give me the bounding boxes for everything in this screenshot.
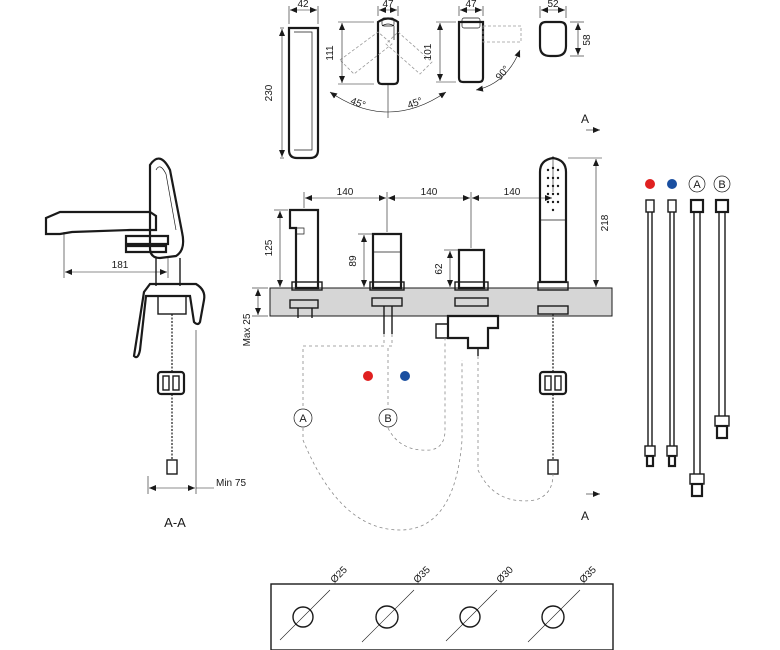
diverter-front (435, 248, 500, 356)
dim-deck-thickness: Max 25 (242, 313, 253, 346)
deck-plate (269, 287, 613, 317)
hose-label-b: B (384, 413, 391, 425)
hole-2: Ø35 (361, 564, 433, 643)
dim-diverter-width: 47 (465, 0, 477, 10)
section-view-label: A-A (164, 515, 186, 530)
hose-legend-b: B (718, 179, 725, 191)
hole-4: Ø35 (527, 564, 599, 643)
hole-3-label: Ø30 (495, 564, 516, 585)
section-label-top: A (581, 112, 589, 126)
dim-spacing-1: 140 (337, 187, 354, 198)
hose-label-a: A (299, 413, 307, 425)
diverter-top-view: 47 101 90° (423, 0, 522, 92)
hot-marker (363, 371, 373, 381)
section-label-bottom: A (581, 509, 589, 523)
hole-3: Ø30 (445, 564, 516, 642)
hole-layout: Ø25 Ø35 Ø30 Ø35 (270, 564, 614, 650)
connection-hoses: A B (644, 175, 731, 498)
hole-1: Ø25 (279, 564, 350, 641)
spout-front (288, 208, 323, 318)
hose-b (714, 198, 730, 440)
dim-angle-left: 45° (349, 96, 367, 112)
dim-reach: 181 (112, 260, 129, 271)
section-a-a-view: 181 Min 75 A-A (44, 157, 246, 530)
dim-lever-rise: 89 (348, 255, 359, 267)
mixer-front (369, 232, 405, 334)
dim-lever-width: 47 (382, 0, 394, 10)
dim-knob-height: 58 (582, 34, 593, 46)
dim-lever-height: 111 (325, 45, 336, 61)
hole-1-label: Ø25 (329, 564, 350, 585)
lever-top-view: 47 111 45° 45° (325, 0, 447, 118)
top-views: 42 230 47 111 45° 45° (264, 0, 593, 160)
dim-spout-rise: 125 (264, 239, 275, 256)
hole-2-label: Ø35 (412, 564, 433, 585)
dim-spout-height: 230 (264, 84, 275, 101)
hose-legend-a: A (693, 179, 701, 191)
hose-hot-marker (645, 179, 655, 189)
hose-cold-marker (667, 179, 677, 189)
dim-diverter-rise: 62 (434, 263, 445, 275)
dim-min-clearance: Min 75 (216, 478, 246, 489)
knob-top-view: 52 58 (538, 0, 593, 58)
front-elevation: 140 140 140 125 89 62 218 Max 25 A A (242, 112, 613, 531)
dim-shower-height: 218 (600, 214, 611, 231)
hose-hot (644, 199, 656, 468)
dim-spacing-2: 140 (421, 187, 438, 198)
dim-diverter-angle: 90° (494, 64, 512, 83)
dim-knob-width: 52 (547, 0, 559, 10)
hole-4-label: Ø35 (578, 564, 599, 585)
dim-angle-right: 45° (406, 96, 424, 112)
shower-front (537, 156, 569, 475)
dim-spacing-3: 140 (504, 187, 521, 198)
dim-spout-width: 42 (297, 0, 309, 10)
cold-marker (400, 371, 410, 381)
hose-a (689, 198, 705, 498)
dim-diverter-height: 101 (423, 43, 434, 60)
spout-profile: 42 230 (264, 0, 320, 160)
hose-cold (666, 199, 678, 468)
